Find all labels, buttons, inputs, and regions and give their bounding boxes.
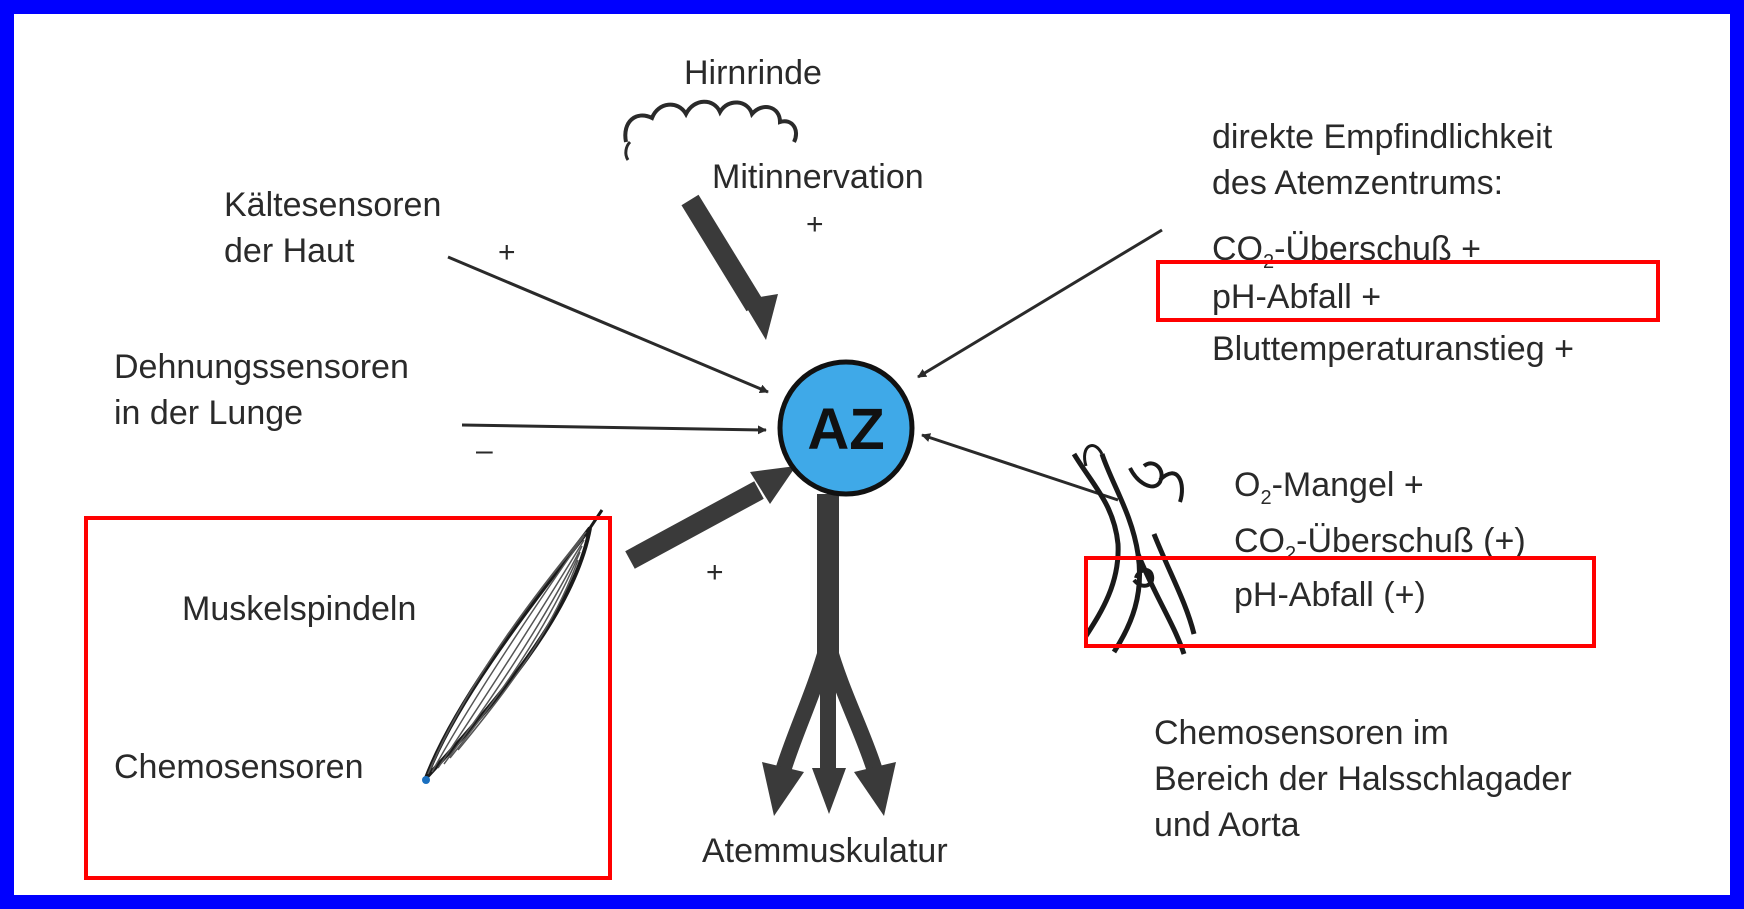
diagram-canvas: AZ Hirnrinde Mitinnervation + Kältesenso… bbox=[14, 14, 1730, 895]
highlight-box-muscle bbox=[84, 516, 612, 880]
stretch-sensors-line1: Dehnungssensoren bbox=[114, 344, 409, 390]
stretch-sensors-sign: – bbox=[476, 434, 493, 468]
carotid-o2-deficit: O2-Mangel + bbox=[1234, 462, 1424, 521]
output-arrows bbox=[762, 494, 896, 816]
highlight-box-direct-ph bbox=[1156, 260, 1660, 322]
cold-sensors-sign: + bbox=[498, 236, 516, 270]
direct-blood-temp-rise: Bluttemperaturanstieg + bbox=[1212, 326, 1574, 372]
muscle-sign: + bbox=[706, 556, 724, 590]
carotid-arrow bbox=[922, 435, 1118, 500]
highlight-box-carotid-ph bbox=[1084, 556, 1596, 648]
cold-sensors-line2: der Haut bbox=[224, 228, 354, 274]
cortex-arrow bbox=[690, 200, 778, 340]
direct-sensitivity-arrow bbox=[918, 230, 1162, 377]
carotid-description-line3: und Aorta bbox=[1154, 802, 1300, 848]
cortex-sign: + bbox=[806, 208, 824, 242]
stretch-sensors-arrow bbox=[462, 425, 766, 430]
stretch-sensors-line2: in der Lunge bbox=[114, 390, 303, 436]
muscle-arrow bbox=[630, 466, 796, 560]
direct-sensitivity-line2: des Atemzentrums: bbox=[1212, 160, 1503, 206]
direct-sensitivity-line1: direkte Empfindlichkeit bbox=[1212, 114, 1552, 160]
carotid-description-line1: Chemosensoren im bbox=[1154, 710, 1449, 756]
respiratory-center-label: AZ bbox=[807, 397, 884, 462]
cortex-title: Hirnrinde bbox=[684, 50, 822, 96]
respiratory-muscles-label: Atemmuskulatur bbox=[702, 828, 948, 874]
cold-sensors-line1: Kältesensoren bbox=[224, 182, 441, 228]
carotid-description-line2: Bereich der Halsschlagader bbox=[1154, 756, 1572, 802]
brain-cortex-icon bbox=[625, 102, 796, 142]
cold-sensors-arrow bbox=[448, 257, 768, 392]
respiratory-center-node: AZ bbox=[780, 362, 912, 494]
cortex-subtitle: Mitinnervation bbox=[712, 154, 924, 200]
